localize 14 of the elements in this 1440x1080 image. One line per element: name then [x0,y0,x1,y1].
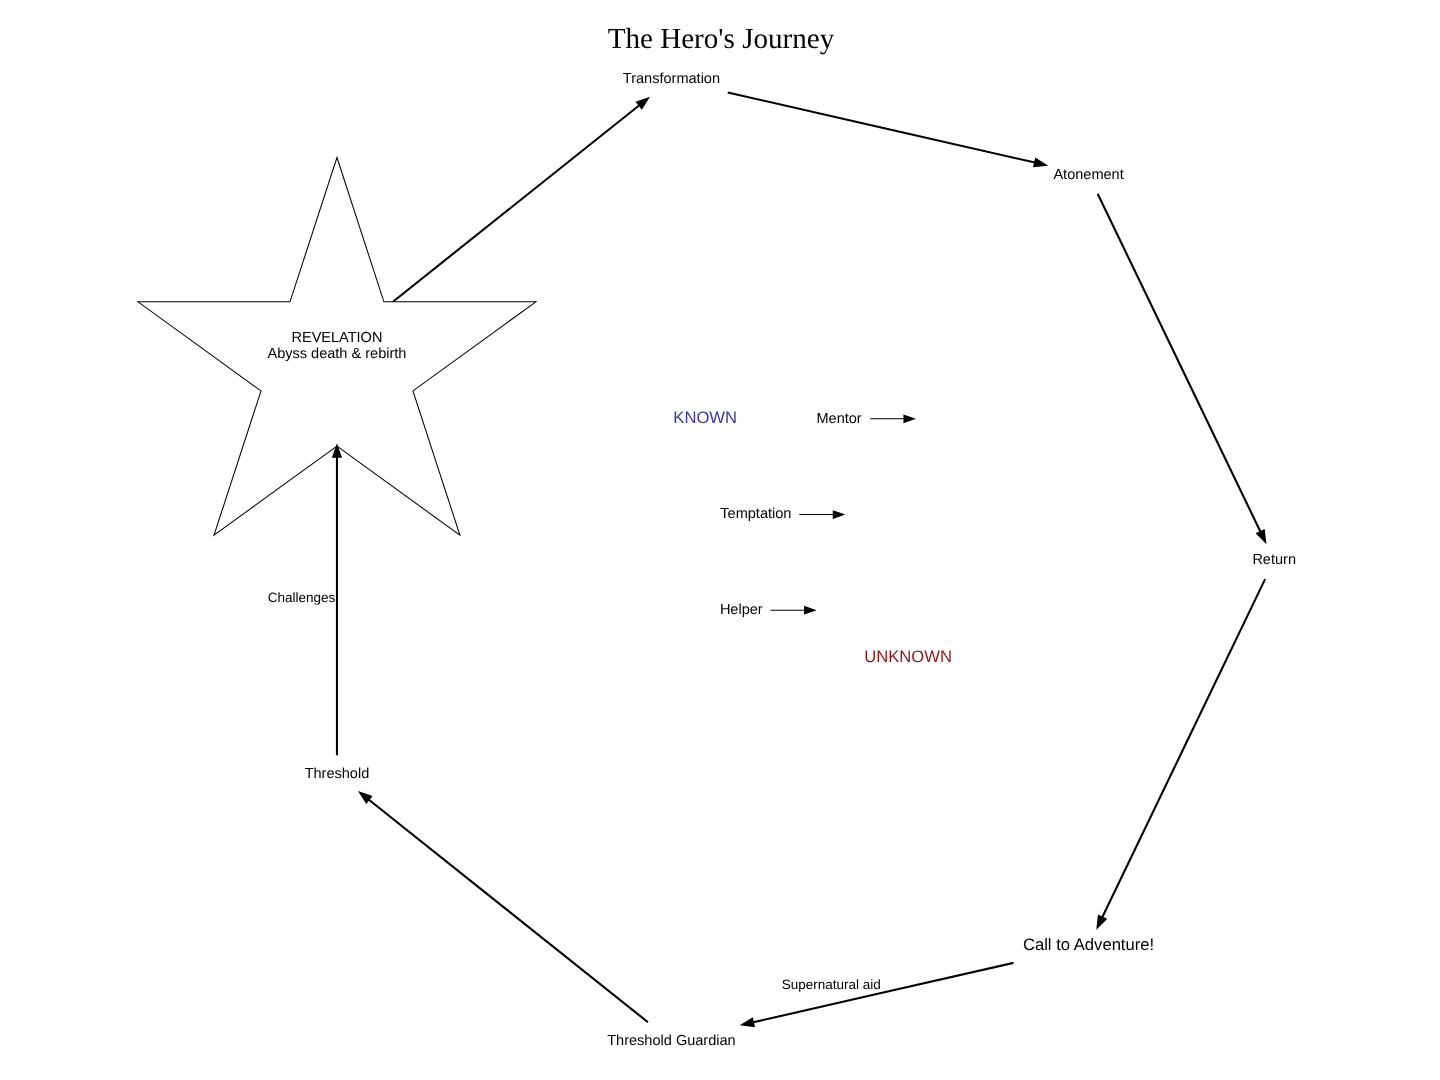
arrow [738,961,1013,1028]
label: KNOWN [672,406,737,427]
node-text: Call to Adventure! [1021,933,1154,954]
arrow [1095,193,1266,545]
arrow [768,605,816,615]
diagram-title: The Hero's Journey [606,23,834,56]
arrow [797,510,845,519]
label: UNKNOWN [863,646,951,667]
arrow [1095,578,1266,930]
arrow [357,790,648,1023]
arrow [330,443,342,756]
arrow [726,91,1048,168]
arrow [868,414,915,424]
arrow [391,96,650,303]
